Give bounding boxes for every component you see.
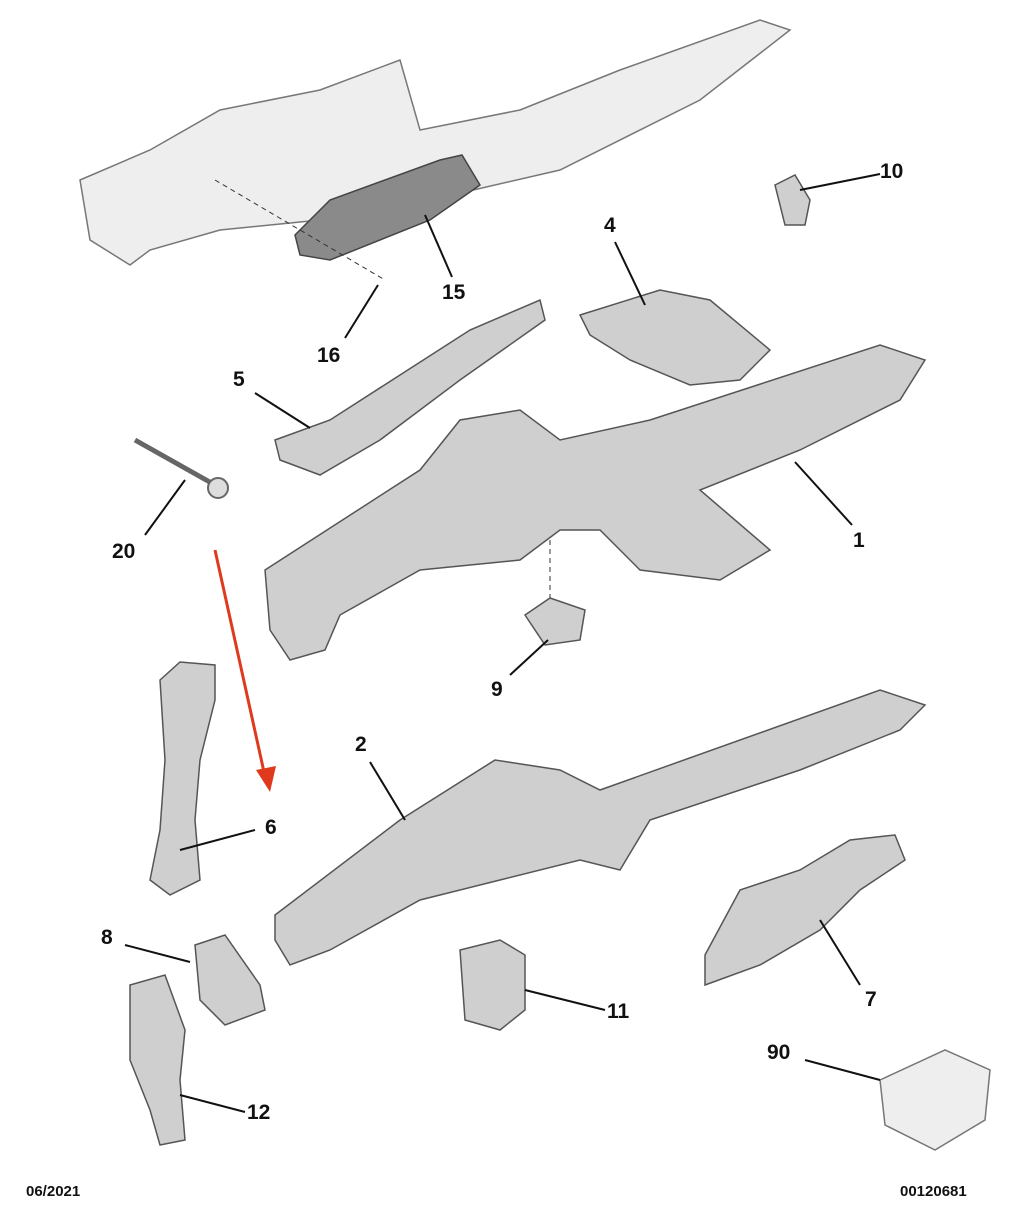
callout-11: 11 — [607, 1000, 630, 1023]
part-11 — [459, 939, 526, 1031]
part-12 — [129, 974, 186, 1146]
part-7 — [704, 834, 906, 987]
callout-90: 90 — [767, 1041, 791, 1064]
callout-10: 10 — [880, 160, 904, 183]
part-9 — [523, 597, 586, 646]
callout-15: 15 — [442, 281, 466, 304]
callout-8: 8 — [101, 926, 113, 949]
callout-1: 1 — [853, 529, 865, 552]
callout-7: 7 — [865, 988, 877, 1011]
part-15 — [294, 154, 482, 261]
part-5 — [274, 298, 546, 476]
footer-date: 06/2021 — [26, 1183, 81, 1200]
leader-lines — [124, 173, 881, 1113]
callout-9: 9 — [491, 678, 503, 701]
part-20 — [133, 437, 217, 488]
red-arrow-icon — [213, 549, 276, 792]
part-4 — [578, 289, 772, 386]
callout-12: 12 — [247, 1101, 271, 1124]
part-6 — [149, 661, 216, 896]
part-upper-rail — [79, 19, 792, 266]
callout-16: 16 — [317, 344, 341, 367]
part-2 — [274, 689, 927, 966]
part-1 — [264, 344, 927, 661]
callout-6: 6 — [265, 816, 277, 839]
callout-2: 2 — [355, 733, 367, 756]
callout-20: 20 — [112, 540, 136, 563]
part-10 — [774, 174, 811, 226]
part-90-kit — [879, 1049, 991, 1151]
callout-5: 5 — [233, 368, 245, 391]
footer-reference: 00120681 — [900, 1183, 967, 1200]
part-8 — [194, 934, 266, 1026]
callout-4: 4 — [604, 214, 616, 237]
